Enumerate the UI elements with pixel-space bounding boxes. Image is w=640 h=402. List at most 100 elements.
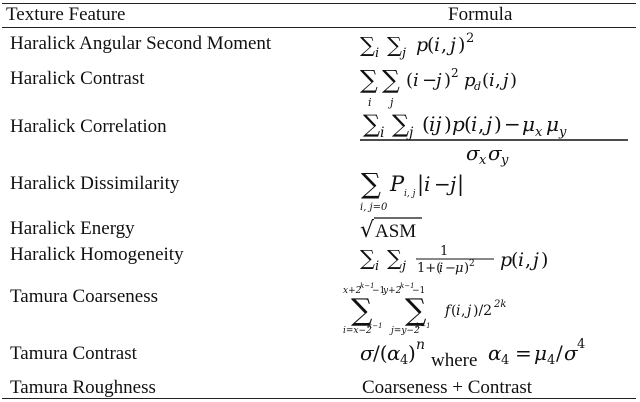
svg-text:): ): [510, 70, 517, 91]
svg-text:∑: ∑: [392, 110, 409, 138]
svg-text:k−1: k−1: [416, 322, 431, 330]
feature-haralick-dissimilarity: Haralick Dissimilarity: [10, 173, 180, 194]
svg-text:(: (: [422, 112, 430, 136]
svg-text:): ): [444, 70, 451, 91]
svg-text:4: 4: [501, 353, 509, 368]
feature-tamura-coarseness: Tamura Coarseness: [10, 286, 158, 307]
svg-text:α: α: [488, 341, 502, 365]
svg-text:∑: ∑: [361, 167, 381, 200]
svg-text:−1: −1: [372, 286, 385, 296]
svg-text:,: ,: [441, 34, 447, 56]
svg-text:j: j: [399, 46, 406, 61]
feature-haralick-contrast: Haralick Contrast: [10, 68, 145, 89]
svg-text:(: (: [451, 303, 456, 319]
svg-text:μ: μ: [534, 341, 547, 365]
svg-text:i: i: [424, 172, 430, 196]
feature-haralick-homogeneity: Haralick Homogeneity: [10, 244, 184, 265]
svg-text:2: 2: [469, 259, 475, 269]
svg-text:−: −: [445, 261, 456, 276]
header-formula: Formula: [448, 4, 513, 25]
formula-haralick-energy: √ ASM: [360, 213, 480, 243]
svg-text:i=x−2: i=x−2: [343, 326, 372, 336]
svg-text:): ): [408, 341, 416, 365]
formula-haralick-asm: ∑i ∑j p (i ,j )2: [360, 30, 560, 61]
svg-text:|: |: [417, 172, 424, 197]
feature-tamura-roughness: Tamura Roughness: [10, 377, 156, 398]
svg-text:σ: σ: [564, 341, 579, 365]
svg-text:k−1: k−1: [400, 282, 415, 290]
svg-text:i: i: [375, 46, 379, 61]
svg-text:j: j: [446, 34, 456, 56]
svg-text:where: where: [431, 350, 477, 371]
table-bottom-rule: [2, 398, 636, 399]
svg-text:i: i: [471, 112, 477, 136]
svg-text:−: −: [434, 172, 451, 196]
svg-text:σ: σ: [466, 141, 481, 165]
svg-text:2: 2: [466, 31, 474, 46]
formula-haralick-homogeneity: ∑i ∑j 1 1+(i −μ )2 p( i, j): [360, 241, 600, 277]
svg-text:4: 4: [547, 353, 555, 368]
svg-text:i, j=0: i, j=0: [360, 202, 388, 213]
svg-text:∑: ∑: [363, 110, 380, 138]
svg-text:p: p: [452, 112, 465, 136]
svg-text:): ): [458, 34, 465, 56]
svg-text:y: y: [500, 153, 509, 168]
svg-text:p: p: [464, 70, 476, 91]
svg-text:2: 2: [451, 66, 459, 80]
svg-text:∑: ∑: [405, 293, 427, 328]
svg-text:p: p: [416, 34, 428, 56]
svg-text:): ): [494, 112, 502, 136]
svg-text:): ): [541, 249, 548, 271]
svg-text:α: α: [387, 341, 401, 365]
svg-text:4: 4: [400, 353, 408, 368]
svg-text:σ: σ: [488, 141, 503, 165]
svg-text:p: p: [500, 249, 512, 271]
svg-text:μ: μ: [455, 261, 463, 276]
svg-text:i: i: [375, 259, 379, 274]
feature-haralick-correlation: Haralick Correlation: [10, 116, 167, 137]
svg-text:1: 1: [440, 244, 448, 259]
table-top-rule: [2, 3, 636, 4]
svg-text:μ: μ: [546, 112, 559, 136]
svg-text:k−1: k−1: [368, 322, 383, 330]
svg-text:j: j: [464, 303, 472, 319]
svg-text:j=y−2: j=y−2: [389, 326, 420, 336]
svg-text:,: ,: [525, 249, 531, 271]
svg-text:(: (: [427, 34, 434, 56]
svg-text:,: ,: [495, 70, 501, 91]
svg-text:i: i: [518, 249, 524, 271]
svg-text:ASM: ASM: [375, 221, 416, 242]
svg-text:): ): [444, 112, 452, 136]
svg-text:d: d: [474, 80, 481, 93]
svg-text:)/2: )/2: [473, 303, 492, 319]
svg-text:y: y: [558, 125, 567, 140]
svg-text:j: j: [399, 259, 406, 274]
svg-text:−: −: [422, 70, 437, 91]
feature-haralick-asm: Haralick Angular Second Moment: [10, 33, 272, 54]
svg-text:ij: ij: [429, 112, 442, 136]
svg-text:∑: ∑: [360, 246, 375, 270]
svg-text:i, j: i, j: [404, 189, 416, 199]
svg-text:(: (: [482, 70, 489, 91]
svg-text:1+(: 1+(: [417, 261, 441, 276]
svg-text:,: ,: [461, 303, 465, 319]
svg-text:2k: 2k: [493, 299, 506, 310]
svg-text:i: i: [456, 303, 460, 319]
svg-text:(: (: [464, 112, 472, 136]
svg-text:j: j: [529, 249, 539, 271]
svg-text:−1: −1: [412, 286, 425, 296]
svg-text:∑: ∑: [351, 293, 373, 328]
table-header-rule: [2, 27, 636, 28]
svg-text:x: x: [535, 125, 543, 140]
svg-text:i: i: [439, 261, 443, 276]
svg-text:i: i: [413, 70, 419, 91]
svg-text:√: √: [360, 218, 375, 243]
header-texture-feature: Texture Feature: [6, 4, 126, 25]
svg-text:∑: ∑: [360, 33, 375, 57]
svg-text:/: /: [556, 341, 563, 365]
svg-text:(: (: [406, 70, 413, 91]
